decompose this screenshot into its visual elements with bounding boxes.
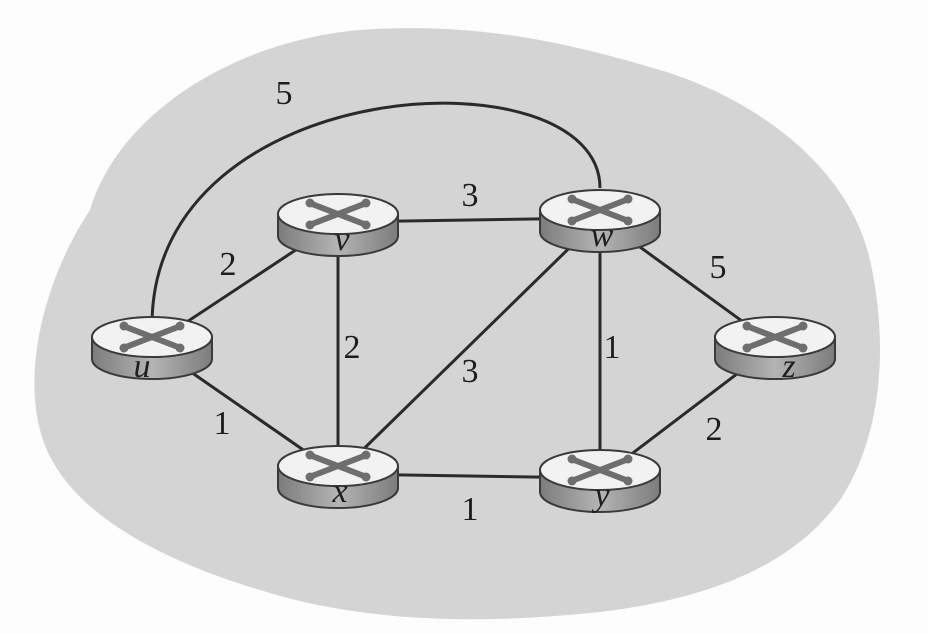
link-weight-v-x: 2 [344,329,361,366]
link-weight-x-y: 1 [462,491,479,528]
router-z: z [714,316,836,385]
router-label-v: v [334,221,350,258]
router-label-x: x [331,473,347,510]
link-weight-u-w: 5 [276,75,293,112]
link-w-x [336,216,602,476]
router-label-u: u [134,348,151,385]
router-label-y: y [591,477,610,514]
router-icon [277,445,399,509]
link-weight-v-w: 3 [462,177,479,214]
router-icon [91,316,213,380]
router-label-w: w [591,217,614,254]
link-weight-u-x: 1 [214,405,231,442]
router-icon [277,193,399,257]
router-v: v [277,193,399,258]
router-w: w [539,189,661,254]
router-icon [714,316,836,380]
background-cloud [34,28,881,620]
router-icon [539,189,661,253]
router-y: y [539,449,661,514]
link-weight-w-x: 3 [462,353,479,390]
link-u-w [150,101,602,326]
link-weights: 5 2 1 3 2 3 1 5 1 2 [214,75,727,528]
router-icon [539,449,661,513]
router-u: u [91,316,213,385]
router-x: x [277,445,399,510]
link-weight-w-y: 1 [604,329,621,366]
router-label-z: z [781,348,795,385]
link-weight-y-z: 2 [706,411,723,448]
link-weight-w-z: 5 [710,249,727,286]
routers: u v w x y z [91,189,836,514]
link-weight-u-v: 2 [220,246,237,283]
